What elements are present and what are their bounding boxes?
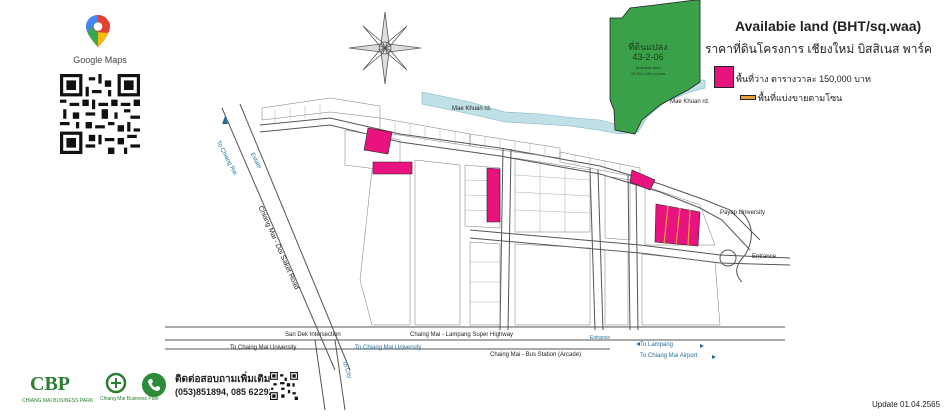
arrow-icon: [222, 116, 228, 124]
legend-swatch-available: [714, 66, 734, 88]
phone-icon: [142, 373, 166, 397]
business-park-logo-icon: [105, 372, 127, 394]
label-to-cmu-blue: To Chiang Mai University: [355, 345, 422, 351]
label-entrance-bottom: Entrance: [590, 335, 611, 341]
legend-subtitle: ราคาที่ดินโครงการ เชียงใหม่ บิสสิเนส พาร…: [705, 42, 932, 56]
available-plot: [629, 169, 656, 191]
green-parcel-sub2: 43 Rai 2-06 sq.waa: [630, 71, 666, 76]
google-maps-label: Google Maps: [73, 55, 127, 65]
label-bus-station: Chaing Mai - Bus Station (Arcade): [490, 352, 582, 358]
google-maps-pin-icon: [86, 15, 110, 47]
arrow-icon: [700, 344, 704, 348]
green-parcel-title: ที่ดินแปลง: [628, 42, 668, 52]
label-to-airport: To Chiang Mai Airport: [640, 353, 698, 359]
cbp-logo: CBP: [30, 373, 70, 395]
label-to-lampang: To Lampang: [640, 342, 674, 348]
label-mae-khuan-right: Mae Khuan rd.: [670, 99, 710, 105]
arrow-icon: [712, 355, 716, 359]
contact-phones[interactable]: (053)851894, 085 6229274: [175, 387, 284, 397]
business-park-logo-sub: Chiang Mai Business Park: [100, 396, 159, 402]
update-note: Update 01.04.2565: [872, 400, 941, 409]
green-parcel: [609, 0, 701, 135]
qr-code[interactable]: [60, 74, 140, 154]
label-super-highway: Chaing Mai - Lampang Super Highway: [410, 332, 514, 338]
legend-swatch-zone: [740, 95, 756, 100]
label-mae-khuan: Mae Khuan rd.: [452, 106, 492, 112]
green-parcel-code: 43-2-06: [632, 52, 664, 62]
compass-rose-icon: [348, 11, 422, 85]
legend-item-available: พื้นที่ว่าง ตารางวาละ 150,000 บาท: [736, 74, 871, 84]
available-plot: [363, 127, 393, 155]
cbp-logo-sub: CHIANG MAI BUSINESS PARK: [22, 398, 94, 404]
label-san-dek-intersection: San Dek Intersection: [285, 332, 341, 338]
legend-item-zone: พื้นที่แบ่งขายตามโซน: [758, 93, 843, 103]
label-entrance-right: Entrance: [752, 254, 777, 260]
label-payap-university: Payap University: [720, 210, 766, 216]
available-plot: [372, 161, 413, 175]
green-parcel-sub1: Available land: [635, 65, 661, 70]
contact-title: ติดต่อสอบถามเพิ่มเติม: [175, 374, 271, 385]
available-plot: [654, 203, 701, 247]
google-maps-panel: Google Maps: [0, 0, 200, 175]
label-to-cmu: To Chaing Mai University: [230, 345, 297, 351]
legend-title: Availabie land (BHT/sq.waa): [735, 18, 922, 34]
available-plot: [486, 167, 501, 223]
qr-code-small[interactable]: [270, 372, 298, 400]
arrow-icon: [636, 342, 640, 346]
